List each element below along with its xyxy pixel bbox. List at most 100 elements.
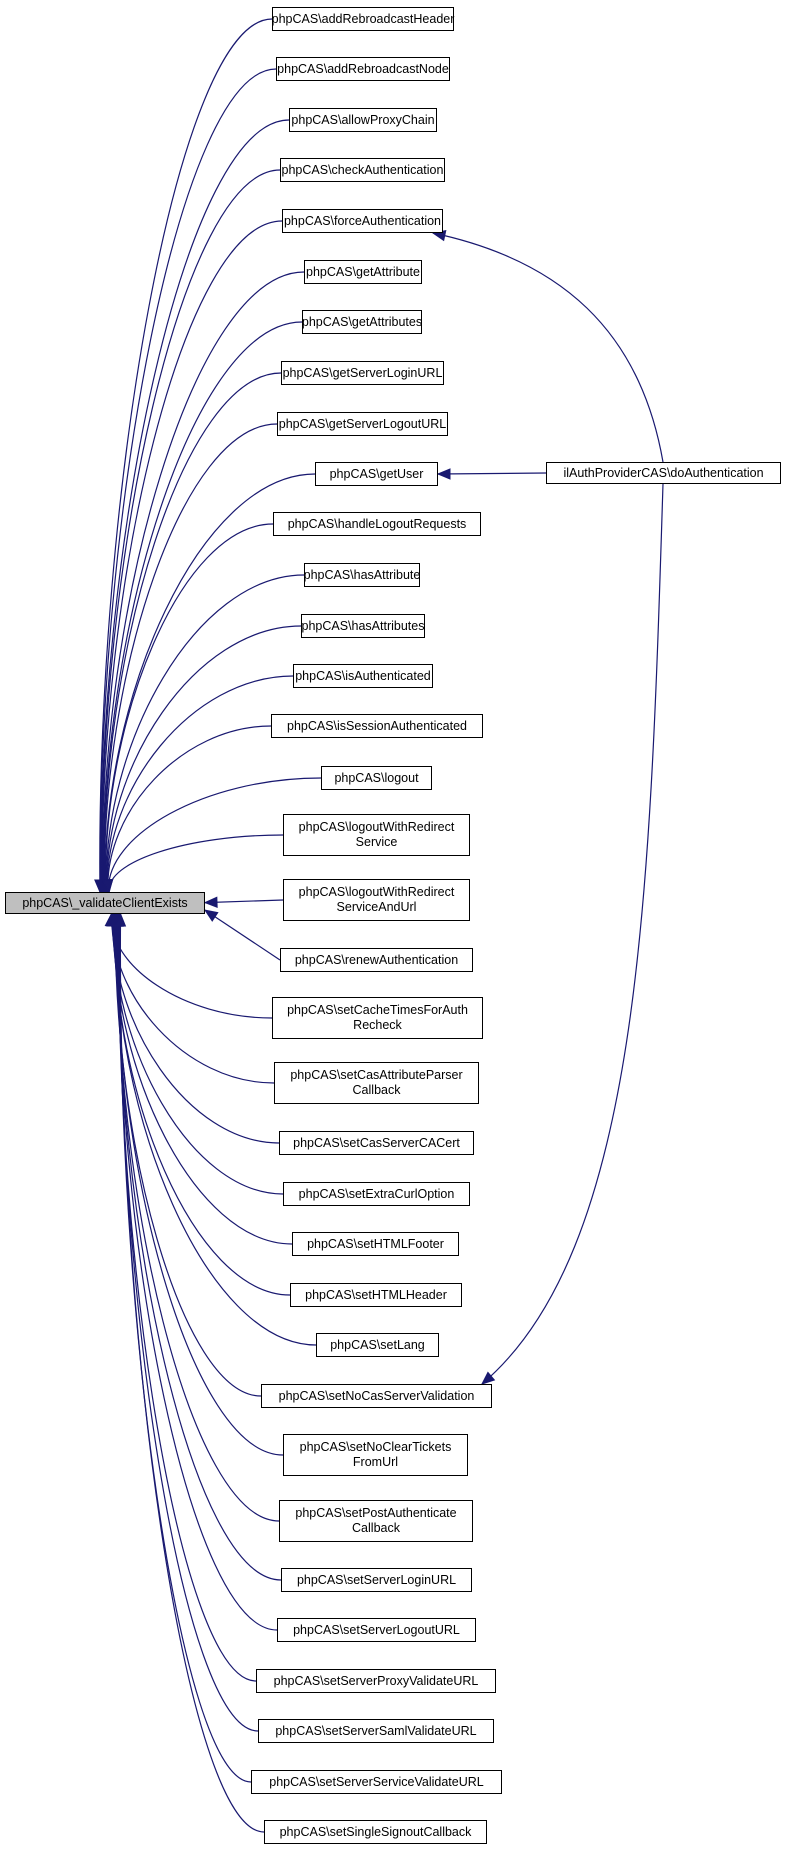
- node-label-line: phpCAS\setLang: [330, 1337, 425, 1352]
- node-label-line: phpCAS\logoutWithRedirect: [298, 885, 455, 899]
- node-setServerSamlValidateURL[interactable]: phpCAS\setServerSamlValidateURL: [258, 1719, 494, 1743]
- node-setNoCasServerValidation[interactable]: phpCAS\setNoCasServerValidation: [261, 1384, 492, 1408]
- node-label-line: FromUrl: [352, 1455, 399, 1469]
- node-allowProxyChain[interactable]: phpCAS\allowProxyChain: [289, 108, 437, 132]
- node-label-line: phpCAS\setHTMLFooter: [307, 1236, 444, 1251]
- node-setExtraCurlOption[interactable]: phpCAS\setExtraCurlOption: [283, 1182, 470, 1206]
- edge-setCasServerCACert: [112, 913, 280, 1144]
- node-label-line: phpCAS\setServerLogoutURL: [293, 1622, 460, 1637]
- node-forceAuthentication[interactable]: phpCAS\forceAuthentication: [282, 209, 443, 233]
- node-label-line: phpCAS\hasAttribute: [303, 567, 421, 582]
- node-label-line: phpCAS\handleLogoutRequests: [287, 516, 467, 531]
- node-checkAuthentication[interactable]: phpCAS\checkAuthentication: [280, 158, 445, 182]
- node-label-line: phpCAS\isSessionAuthenticated: [287, 718, 467, 733]
- edge-isSessionAuthenticated: [107, 725, 272, 893]
- node-setHTMLHeader[interactable]: phpCAS\setHTMLHeader: [290, 1283, 462, 1307]
- node-label-line: phpCAS\getServerLogoutURL: [278, 416, 447, 431]
- edge-doAuthentication-forceAuthentication: [432, 232, 664, 463]
- edge-logoutWithRedirectService: [108, 834, 284, 893]
- node-addRebroadcastHeader[interactable]: phpCAS\addRebroadcastHeader: [272, 7, 454, 31]
- edge-renewAuthentication: [204, 909, 281, 961]
- node-handleLogoutRequests[interactable]: phpCAS\handleLogoutRequests: [273, 512, 481, 536]
- node-label-line: ServiceAndUrl: [336, 900, 417, 914]
- edge-isAuthenticated: [106, 675, 294, 893]
- edge-arrow-doAuthentication-getUser: [436, 468, 451, 480]
- edge-arrow-doAuthentication-setNoCasServerValidation: [481, 1371, 496, 1385]
- edge-getAttribute: [102, 271, 305, 893]
- node-ilAuthProviderCAS-doAuthentication[interactable]: ilAuthProviderCAS\doAuthentication: [546, 462, 781, 484]
- node-label-line: phpCAS\addRebroadcastNode: [277, 61, 449, 76]
- edge-setServerProxyValidateURL: [118, 913, 257, 1682]
- node-setSingleSignoutCallback[interactable]: phpCAS\setSingleSignoutCallback: [264, 1820, 487, 1844]
- node-hasAttributes[interactable]: phpCAS\hasAttributes: [301, 614, 425, 638]
- node-getServerLogoutURL[interactable]: phpCAS\getServerLogoutURL: [277, 412, 448, 436]
- node-setServerLoginURL[interactable]: phpCAS\setServerLoginURL: [281, 1568, 472, 1592]
- node-label-line: phpCAS\allowProxyChain: [291, 112, 435, 127]
- edge-setExtraCurlOption: [112, 913, 284, 1195]
- edge-doAuthentication-setNoCasServerValidation: [481, 483, 664, 1385]
- edge-allowProxyChain: [100, 119, 290, 893]
- edge-arrow-logoutWithRedirectServiceAndUrl: [203, 896, 218, 908]
- node-label-line: phpCAS\isAuthenticated: [295, 668, 431, 683]
- node-label-line: phpCAS\getUser: [329, 466, 424, 481]
- node-label-line: phpCAS\logout: [334, 770, 419, 785]
- node-setLang[interactable]: phpCAS\setLang: [316, 1333, 439, 1357]
- node-setServerServiceValidateURL[interactable]: phpCAS\setServerServiceValidateURL: [251, 1770, 502, 1794]
- edge-forceAuthentication: [101, 220, 283, 893]
- root-node-validateClientExists: phpCAS\_validateClientExists: [5, 892, 205, 914]
- node-label-line: phpCAS\getServerLoginURL: [282, 365, 443, 380]
- node-label-line: phpCAS\setCacheTimesForAuth: [287, 1003, 468, 1017]
- node-label-line: phpCAS\getAttributes: [301, 314, 423, 329]
- root-node-label: phpCAS\_validateClientExists: [22, 895, 188, 910]
- node-getServerLoginURL[interactable]: phpCAS\getServerLoginURL: [281, 361, 444, 385]
- edge-setServerLogoutURL: [117, 913, 278, 1631]
- edge-logout: [107, 777, 322, 893]
- node-label-line: phpCAS\setServerSamlValidateURL: [275, 1723, 477, 1738]
- edge-setNoClearTicketsFromUrl: [115, 913, 284, 1456]
- node-label-line: phpCAS\hasAttributes: [301, 618, 425, 633]
- node-label-line: phpCAS\setServerServiceValidateURL: [269, 1774, 484, 1789]
- node-setServerProxyValidateURL[interactable]: phpCAS\setServerProxyValidateURL: [256, 1669, 496, 1693]
- node-isAuthenticated[interactable]: phpCAS\isAuthenticated: [293, 664, 433, 688]
- node-getAttributes[interactable]: phpCAS\getAttributes: [302, 310, 422, 334]
- node-isSessionAuthenticated[interactable]: phpCAS\isSessionAuthenticated: [271, 714, 483, 738]
- node-label-line: phpCAS\logoutWithRedirect: [298, 820, 455, 834]
- node-setServerLogoutURL[interactable]: phpCAS\setServerLogoutURL: [277, 1618, 476, 1642]
- node-label-line: phpCAS\setExtraCurlOption: [298, 1186, 455, 1201]
- edge-handleLogoutRequests: [105, 523, 274, 893]
- node-label-line: phpCAS\setCasServerCACert: [293, 1135, 460, 1150]
- node-label-line: phpCAS\forceAuthentication: [283, 213, 442, 228]
- edge-arrow-logoutWithRedirectService: [101, 878, 114, 894]
- node-label: ilAuthProviderCAS\doAuthentication: [563, 465, 764, 480]
- edge-arrow-setSingleSignoutCallback: [114, 912, 127, 927]
- node-setHTMLFooter[interactable]: phpCAS\setHTMLFooter: [292, 1232, 459, 1256]
- node-label-line: phpCAS\renewAuthentication: [294, 952, 459, 967]
- node-getAttribute[interactable]: phpCAS\getAttribute: [304, 260, 422, 284]
- node-label-line: Callback: [352, 1521, 400, 1535]
- node-addRebroadcastNode[interactable]: phpCAS\addRebroadcastNode: [276, 57, 450, 81]
- node-getUser[interactable]: phpCAS\getUser: [315, 462, 438, 486]
- edge-addRebroadcastNode: [99, 68, 277, 893]
- node-label-line: Service: [355, 835, 398, 849]
- edge-setHTMLFooter: [113, 913, 293, 1245]
- node-label-line: phpCAS\setNoCasServerValidation: [278, 1388, 475, 1403]
- edge-setLang: [114, 913, 317, 1346]
- edge-setServerLoginURL: [116, 913, 282, 1581]
- edge-getServerLogoutURL: [103, 423, 278, 893]
- node-label-line: phpCAS\setNoClearTickets: [299, 1440, 452, 1454]
- node-hasAttribute[interactable]: phpCAS\hasAttribute: [304, 563, 420, 587]
- node-setCasServerCACert[interactable]: phpCAS\setCasServerCACert: [279, 1131, 474, 1155]
- node-renewAuthentication[interactable]: phpCAS\renewAuthentication: [280, 948, 473, 972]
- node-label-line: phpCAS\setSingleSignoutCallback: [279, 1824, 472, 1839]
- node-logout[interactable]: phpCAS\logout: [321, 766, 432, 790]
- node-label-line: phpCAS\setHTMLHeader: [305, 1287, 447, 1302]
- edge-checkAuthentication: [100, 169, 281, 893]
- node-label-line: phpCAS\setServerLoginURL: [296, 1572, 457, 1587]
